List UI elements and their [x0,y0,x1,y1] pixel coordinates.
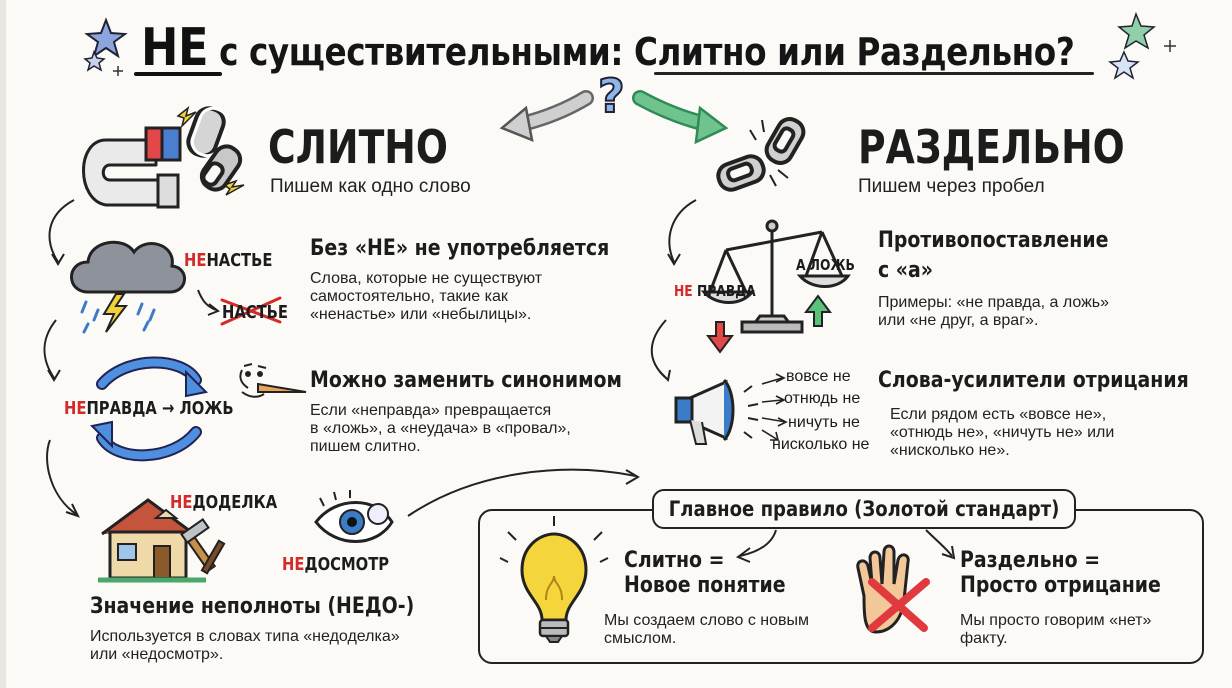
rule-title: Можно заменить синонимом [310,368,623,393]
tools-icon [180,518,226,575]
storm-cloud-icon [70,240,186,334]
flow-arrow [43,199,80,518]
flow-arrow [739,529,777,557]
label-nedodelka: НЕДОДЕЛКА [170,492,278,513]
x-mark-icon [868,578,930,632]
star-icon [84,17,128,59]
flow-arrow [625,469,640,485]
rule-title: Противопоставление [878,228,1109,253]
intensifier: вовсе не [786,368,851,385]
swap-arrows-icon [89,356,209,462]
razdelno-heading: РАЗДЕЛЬНО [858,120,1125,174]
page-title: НЕ с существительными: Слитно или Раздел… [141,18,1075,78]
label-naste-crossed: НАСТЬЕ [222,302,289,323]
flow-arrow [650,199,697,383]
intensifier: отнюдь не [784,390,861,407]
star-icon [83,50,106,72]
title-ne: НЕ [141,18,209,78]
title-underline [654,72,1094,75]
slitno-sub: Пишем как одно слово [270,176,471,197]
label-ne-pravda: НЕ ПРАВДА [674,282,756,300]
golden-right-title: Раздельно = Просто отрицание [960,548,1161,598]
megaphone-icon [674,378,735,445]
rule-text: Если «неправда» превращается в «ложь», а… [310,402,571,455]
flow-arrow [941,545,956,560]
sound-lines [743,385,759,439]
rule-text: Примеры: «не правда, а ложь» или «не дру… [878,294,1110,329]
chain-connected-icon [186,106,243,192]
rule-title: Значение неполноты (НЕДО-) [90,594,415,619]
golden-right-text: Мы просто говорим «нет» факту. [960,612,1152,647]
glow-rays [499,516,609,563]
sparkle-icon [113,40,1176,76]
svg-text:?: ? [598,69,625,123]
golden-left-text: Мы создаем слово с новым смыслом. [604,612,809,647]
arrow-left-icon [499,90,594,143]
flow-arrow [736,547,751,563]
illustrations: ? [43,11,1176,643]
flow-arrow [197,289,217,311]
rule-text: Если рядом есть «вовсе не», «отнюдь не»,… [890,406,1115,459]
arrow-up-icon [804,294,832,327]
intensifier: ничуть не [788,414,860,431]
flow-arrow [925,529,953,557]
scales-icon [700,219,851,334]
label-a-lozh: А ЛОЖЬ [796,256,855,274]
pointer-arrows [761,373,788,441]
flow-arrow [407,468,637,517]
rule-text: Слова, которые не существуют самостоятел… [310,270,543,323]
label-nenaste: НЕНАСТЬЕ [184,250,273,271]
break-spark-icon [749,119,789,187]
title-underline [134,72,222,76]
arrow-right-icon [632,90,729,145]
cross-out-mark [220,296,282,326]
flow-arrow [207,303,220,316]
star-icon [1117,11,1156,50]
rule-title: Без «НЕ» не употребляется [310,236,610,261]
lightning-icon [176,106,245,196]
star-icon [1108,50,1140,80]
golden-left-title: Слитно = Новое понятие [624,548,786,598]
eye-magnifier-icon [314,490,394,543]
title-rest: с существительными: Слитно или Раздельно… [219,30,1075,74]
rule-title-line2: с «а» [878,258,934,283]
label-nepravda: НЕПРАВДА → ЛОЖЬ [64,398,234,419]
label-nedosmotr: НЕДОСМОТР [282,554,390,575]
chain-broken-icon [716,116,806,192]
house-icon [98,498,206,583]
rule-title: Слова-усилители отрицания [878,368,1189,393]
lightbulb-icon [520,532,588,643]
arrow-down-icon [706,321,734,354]
question-mark-icon: ? [597,68,626,124]
pinocchio-face-icon [239,363,307,398]
rule-text: Используется в словах типа «недоделка» и… [90,628,400,663]
slitno-heading: СЛИТНО [268,120,448,174]
razdelno-sub: Пишем через пробел [858,176,1045,197]
magnet-icon [82,126,182,209]
intensifier: нисколько не [772,436,870,453]
golden-rule-header: Главное правило (Золотой стандарт) [652,489,1076,529]
